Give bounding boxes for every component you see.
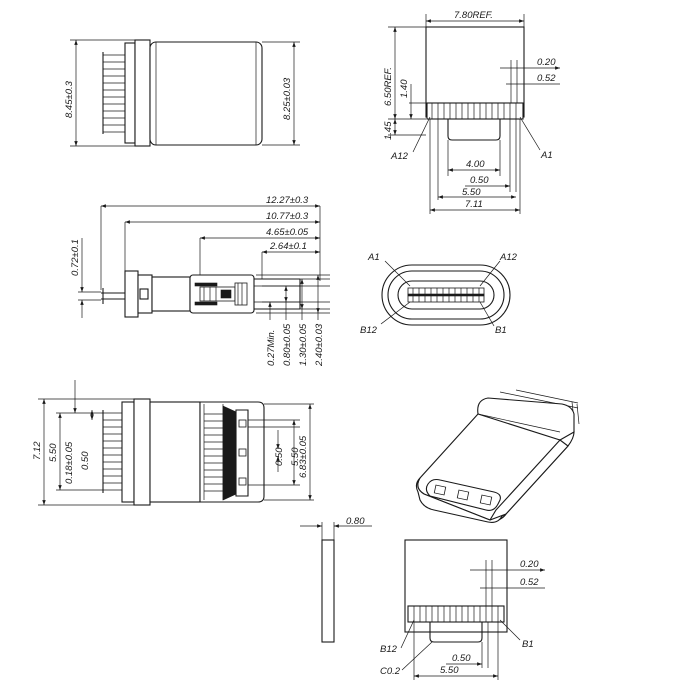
dim-5-50-right: 5.50 xyxy=(290,447,301,466)
label-a1-front: A1 xyxy=(367,252,380,263)
label-b12-front: B12 xyxy=(360,325,378,336)
dim-body-height: 8.25±0.03 xyxy=(282,77,293,120)
label-c02: C0.2 xyxy=(380,666,401,677)
dim-6-83: 6.83±0.05 xyxy=(298,435,309,478)
dim-10-77: 10.77±0.3 xyxy=(266,211,309,222)
contact-grid xyxy=(407,288,485,302)
dim-0-50-right: 0.50 xyxy=(274,447,285,466)
dim-5-50-bottom: 5.50 xyxy=(440,665,459,676)
dim-2-64: 2.64±0.1 xyxy=(269,241,307,252)
dim-7-11: 7.11 xyxy=(465,199,483,210)
isometric-view xyxy=(415,389,580,523)
thickness-view: 0.80 xyxy=(300,516,372,643)
dim-1-30: 1.30±0.05 xyxy=(298,323,309,366)
dim-0-80: 0.80±0.05 xyxy=(282,323,293,366)
pin-rows-left xyxy=(102,52,125,134)
side-view: 12.27±0.3 10.77±0.3 4.65±0.05 2.64±0.1 0… xyxy=(70,195,330,367)
dim-0-18: 0.18±0.05 xyxy=(64,441,75,484)
dim-total-height: 8.45±0.3 xyxy=(64,80,75,118)
dim-0-50: 0.50 xyxy=(470,175,489,186)
dim-0-52-bottom: 0.52 xyxy=(520,577,539,588)
dim-5-50: 5.50 xyxy=(462,187,481,198)
label-a12: A12 xyxy=(390,151,409,162)
pin-comb-top xyxy=(426,102,524,120)
bottom-right-view: 0.20 0.52 B12 B1 C0.2 0.50 5.50 xyxy=(380,539,545,680)
front-view: A1 A12 B12 B1 xyxy=(360,252,518,336)
dim-0-50-bottom: 0.50 xyxy=(452,653,471,664)
label-a1: A1 xyxy=(540,150,553,161)
dim-height-ref: 6.50REF. xyxy=(383,67,394,106)
dim-2-40: 2.40±0.03 xyxy=(314,323,325,367)
label-b1-front: B1 xyxy=(495,325,507,336)
label-a12-front: A12 xyxy=(499,252,518,263)
top-left-view: 8.45±0.3 8.25±0.03 xyxy=(64,39,300,147)
dim-0-50-left: 0.50 xyxy=(80,451,91,470)
dim-12-27: 12.27±0.3 xyxy=(266,195,309,206)
dim-4-00: 4.00 xyxy=(466,159,485,170)
pin-comb-bottom xyxy=(407,605,505,623)
dim-0-20: 0.20 xyxy=(537,57,556,68)
dim-5-50-left: 5.50 xyxy=(48,443,59,462)
dim-width-ref: 7.80REF. xyxy=(454,10,493,21)
dim-0-52: 0.52 xyxy=(537,73,556,84)
dim-7-12: 7.12 xyxy=(32,441,43,460)
dim-0-72: 0.72±0.1 xyxy=(70,239,81,276)
dim-1-40: 1.40 xyxy=(399,79,410,98)
dim-thickness: 0.80 xyxy=(346,516,365,527)
label-b1-bottom: B1 xyxy=(522,639,534,650)
dim-0-20-bottom: 0.20 xyxy=(520,559,539,570)
bottom-view: 7.12 5.50 0.18±0.05 0.50 0.50 5.50 6.83±… xyxy=(32,380,314,506)
internal-comb xyxy=(203,404,249,501)
internal-contacts xyxy=(194,282,248,306)
top-right-view: 7.80REF. 6.50REF. 1.40 1.45 0.20 0.52 A1… xyxy=(383,10,560,214)
dim-4-65: 4.65±0.05 xyxy=(266,227,309,238)
dim-1-45: 1.45 xyxy=(383,121,394,140)
pin-rows-bottom xyxy=(102,410,122,493)
label-b12-bottom: B12 xyxy=(380,644,398,655)
dim-0-27: 0.27Min. xyxy=(266,330,277,366)
